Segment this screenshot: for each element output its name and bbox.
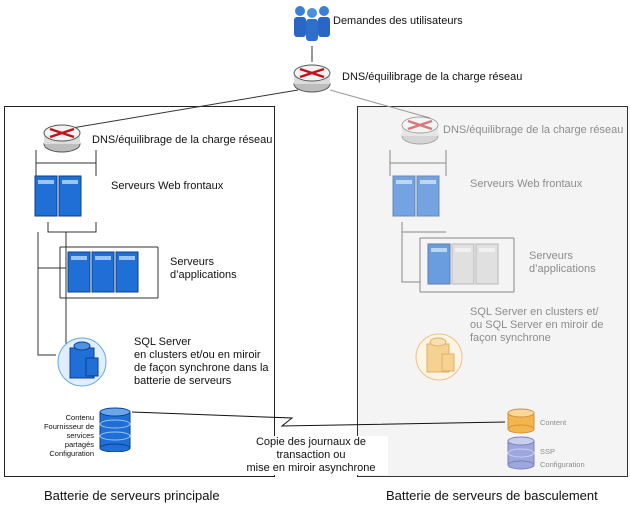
primary-farm-panel	[4, 106, 275, 477]
primary-router-icon	[42, 120, 82, 154]
failover-sql-label: SQL Server en clusters et/ ou SQL Server…	[470, 306, 604, 344]
primary-app-label: Serveurs d’applications	[170, 256, 237, 281]
failover-farm-caption: Batterie de serveurs de basculement	[386, 488, 598, 503]
failover-config-label: Configuration	[540, 460, 585, 469]
primary-database-icon	[98, 406, 132, 453]
router-icon	[292, 60, 332, 94]
replication-link-label: Copie des journaux de transaction ou mis…	[234, 436, 388, 475]
primary-db-label: Contenu Fournisseur de services partagés…	[43, 413, 94, 458]
failover-ssp-db-icon	[506, 436, 536, 470]
failover-web-servers-icon	[390, 172, 446, 220]
users-icon	[292, 4, 332, 46]
top-dns-label: DNS/équilibrage de la charge réseau	[342, 71, 523, 83]
primary-farm-caption: Batterie de serveurs principale	[44, 488, 220, 503]
primary-web-label: Serveurs Web frontaux	[111, 180, 224, 192]
failover-dns-label: DNS/équilibrage de la charge réseau	[443, 124, 624, 136]
primary-app-servers-icon	[66, 248, 156, 296]
failover-app-label: Serveurs d’applications	[529, 250, 596, 275]
primary-sql-label: SQL Server en clusters et/ou en miroir d…	[134, 336, 269, 387]
failover-ssp-label: SSP	[540, 447, 556, 456]
users-label: Demandes des utilisateurs	[333, 15, 463, 27]
failover-sql-server-icon	[414, 330, 464, 382]
failover-content-db-icon	[506, 408, 536, 434]
primary-web-servers-icon	[32, 172, 88, 220]
failover-router-icon	[400, 112, 440, 146]
failover-app-servers-icon	[426, 240, 516, 288]
failover-web-label: Serveurs Web frontaux	[470, 178, 583, 190]
primary-dns-label: DNS/équilibrage de la charge réseau	[92, 134, 273, 146]
primary-sql-server-icon	[56, 334, 108, 388]
failover-content-label: Content	[540, 418, 567, 427]
